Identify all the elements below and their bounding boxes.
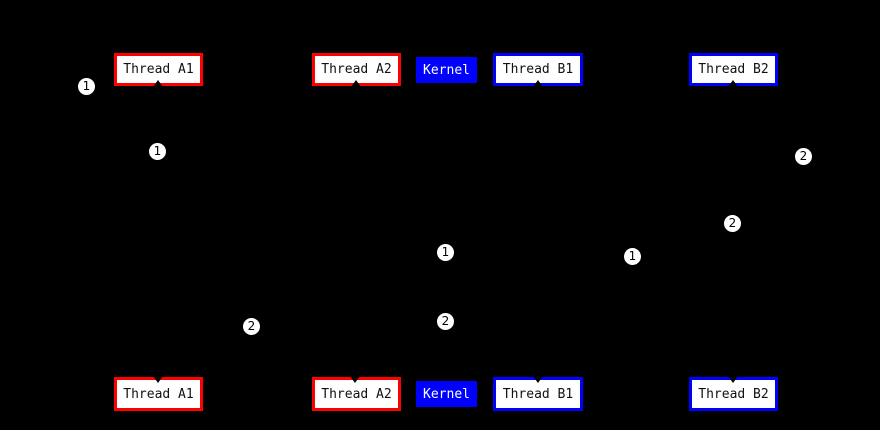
- edge-label-2: 1: [148, 142, 167, 161]
- node-kernel-top: Kernel: [416, 57, 477, 83]
- edge-label-8: 2: [436, 312, 455, 331]
- edge-label-4: 2: [723, 214, 742, 233]
- arrowhead-icon: [728, 376, 738, 383]
- arrowhead-icon: [153, 80, 163, 87]
- edge-label-5: 1: [436, 243, 455, 262]
- arrowhead-icon: [728, 80, 738, 87]
- arrowhead-icon: [533, 80, 543, 87]
- edge-label-3: 2: [794, 147, 813, 166]
- edge-label-7: 2: [242, 317, 261, 336]
- edge-label-6: 1: [623, 247, 642, 266]
- arrowhead-icon: [533, 376, 543, 383]
- arrowhead-icon: [153, 376, 163, 383]
- node-kernel-bottom: Kernel: [416, 381, 477, 407]
- edge-label-1: 1: [77, 77, 96, 96]
- arrowhead-icon: [351, 80, 361, 87]
- arrowhead-icon: [350, 376, 360, 383]
